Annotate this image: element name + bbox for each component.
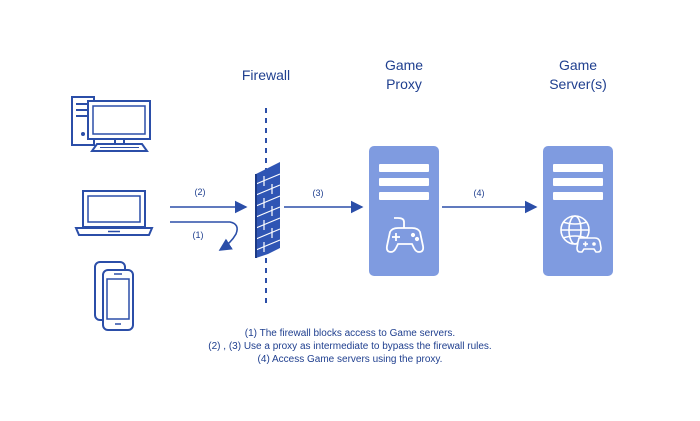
arrow-step-1-blocked [170, 221, 238, 251]
game-server [543, 146, 613, 276]
note-2: (2) , (3) Use a proxy as intermediate to… [208, 341, 491, 352]
step-1-label: (1) [193, 230, 204, 240]
game-proxy-label-line1: Game [385, 57, 423, 73]
note-3: (4) Access Game servers using the proxy. [258, 354, 443, 365]
note-1: (1) The firewall blocks access to Game s… [245, 328, 455, 339]
game-proxy-label-line2: Proxy [386, 76, 422, 92]
gamepad-icon [385, 217, 425, 253]
desktop-computer-icon [71, 96, 151, 152]
step-3-label: (3) [313, 188, 324, 198]
step-2-label: (2) [195, 187, 206, 197]
game-server-label-line1: Game [559, 57, 597, 73]
smartphone-icon [94, 261, 134, 331]
laptop-icon [74, 190, 154, 236]
game-proxy-server [369, 146, 439, 276]
step-4-label: (4) [474, 188, 485, 198]
globe-gamepad-icon [560, 215, 602, 253]
brick-wall-icon [255, 162, 281, 258]
game-server-label-line2: Server(s) [549, 76, 607, 92]
firewall-label: Firewall [242, 67, 290, 83]
